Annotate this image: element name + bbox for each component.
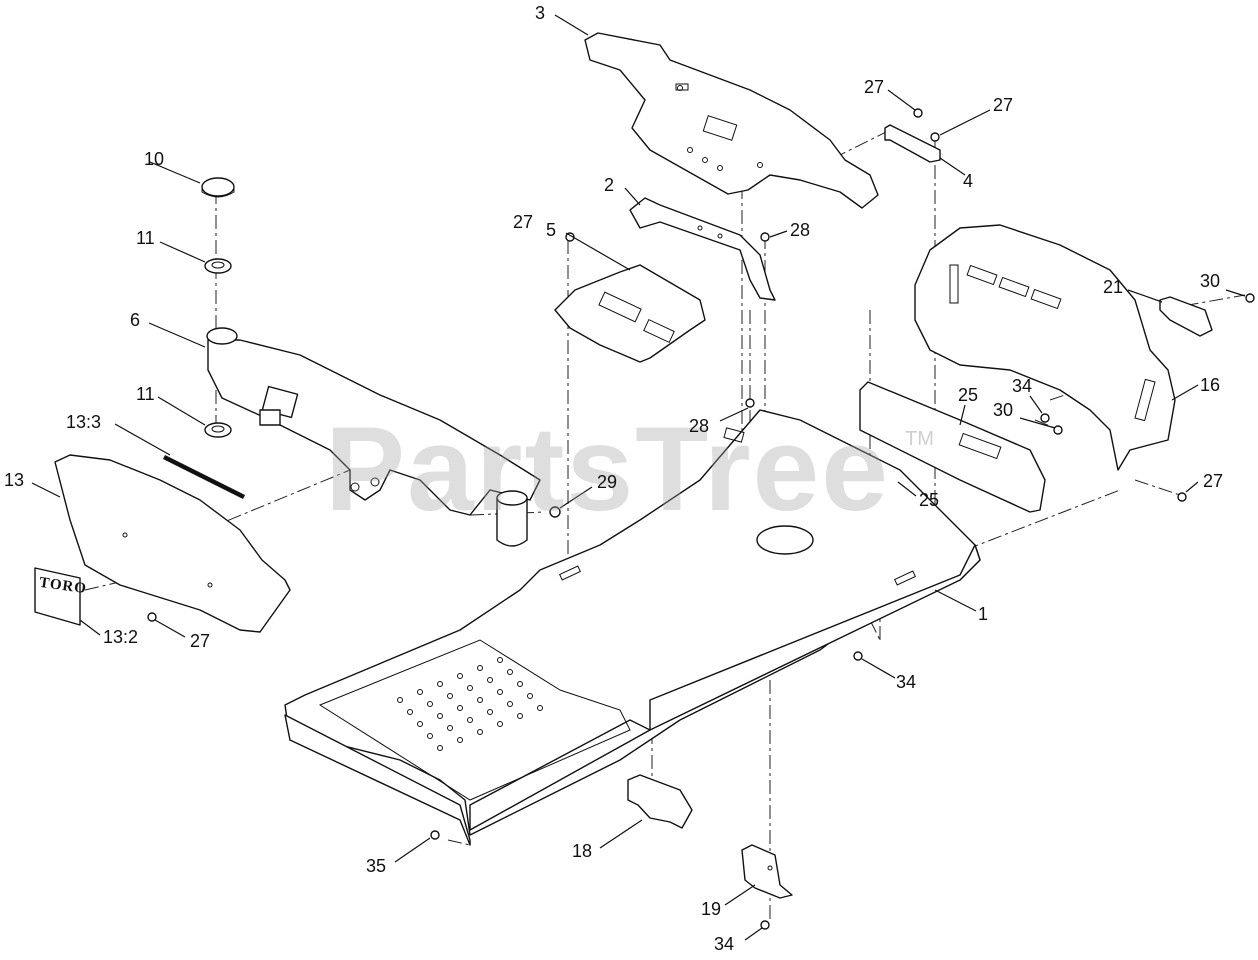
part-19-bracket [741,844,793,899]
part-2-bracket [629,197,776,301]
callout-27-plate: 27 [513,212,534,232]
part-11-bearing-lower [204,422,232,438]
part-11-bearing-upper [204,258,232,274]
part-1-frame [284,409,981,846]
callout-13-2: 13:2 [103,627,139,647]
part-3-upper-plate [584,32,879,209]
callout-3: 3 [535,3,546,23]
part-13-cover [54,454,291,633]
callout-6: 6 [130,310,141,330]
callout-34-bottom: 34 [714,934,735,954]
callout-34-upper: 34 [1012,376,1033,396]
part-5-plate [554,264,706,363]
callout-1: 1 [978,604,989,624]
fasteners [147,108,1255,930]
callout-4: 4 [963,171,974,191]
callout-25: 25 [919,490,940,510]
part-20-panel [859,381,1046,513]
part-16-seat-pan [914,224,1176,471]
callout-16: 16 [1200,375,1221,395]
callout-21: 21 [1103,277,1124,297]
callout-30-left: 30 [993,400,1014,420]
callout-27-top-right: 27 [993,95,1014,115]
part-4-bracket [884,124,941,163]
part-18-bracket [627,774,693,829]
part-13-2-decal [34,567,81,626]
callout-5: 5 [546,220,557,240]
part-21-bracket [1159,296,1213,337]
callout-28-lower: 28 [689,416,710,436]
callout-11-lower: 11 [136,384,155,404]
callout-30-right: 30 [1200,271,1221,291]
callout-29: 29 [597,472,618,492]
callout-27-right: 27 [1203,471,1224,491]
callout-13-3: 13:3 [66,412,102,432]
watermark: PartsTree [325,402,891,536]
callout-35: 35 [366,856,387,876]
callout-28-upper: 28 [790,220,811,240]
callout-11-upper: 11 [136,228,155,248]
callout-20: 25 [958,385,979,405]
callout-2: 2 [604,175,615,195]
part-13-3-stripe [163,455,245,499]
callout-18: 18 [572,841,593,861]
part-10-cap [201,177,235,198]
callout-10: 10 [144,149,165,169]
part-6-arm [206,327,541,547]
leader-lines [31,14,1246,941]
callout-27-top-left: 27 [864,77,885,97]
callout-27-cover: 27 [190,631,211,651]
callout-34-middle: 34 [896,672,917,692]
frame-hole-grid [397,657,543,751]
watermark-trademark: TM [905,428,934,450]
callout-19: 19 [701,899,722,919]
callout-13: 13 [4,470,25,490]
